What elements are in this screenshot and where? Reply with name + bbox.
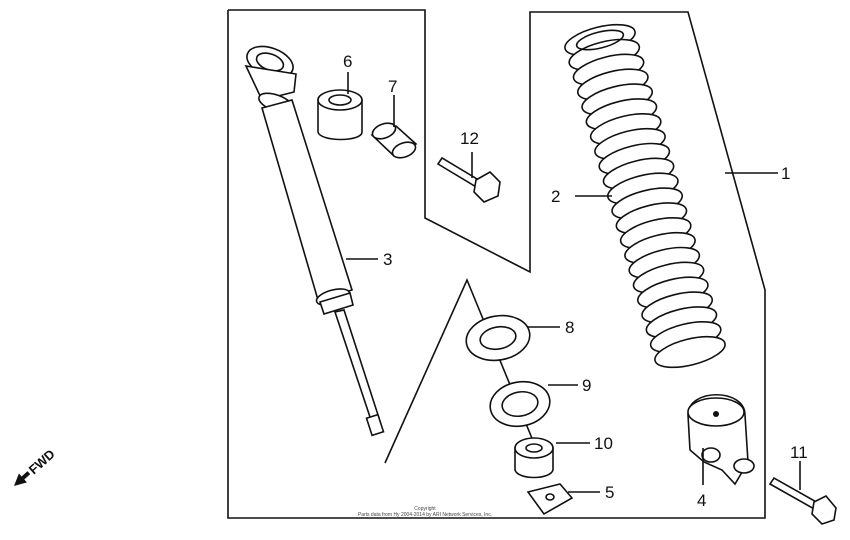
bolt-part-11 [768,476,837,525]
spring-top-opening [575,29,625,51]
label-part-9: 9 [582,376,591,395]
label-part-1: 1 [781,164,790,183]
leader-lines [346,72,801,493]
stopper-part-9 [489,380,551,428]
spring-part-2 [564,23,726,369]
spring-coil [654,335,726,369]
label-part-7: 7 [388,77,397,96]
fwd-label: FWD [26,446,58,477]
seat-part-8 [465,314,531,362]
label-part-10: 10 [594,434,613,453]
label-part-12: 12 [460,129,479,148]
label-part-3: 3 [383,250,392,269]
nut-part-10 [514,437,554,479]
label-part-8: 8 [565,318,574,337]
collar-part-7 [370,122,418,159]
mount-part-4 [687,394,755,486]
bolt-part-12 [436,156,501,203]
label-part-6: 6 [343,52,352,71]
copyright-line-1: Copyright [414,506,436,512]
label-part-2: 2 [551,187,560,206]
fwd-indicator: FWD [14,446,58,486]
label-part-5: 5 [605,483,614,502]
fwd-arrow-icon [14,471,31,486]
label-part-11: 11 [790,443,808,462]
bushing-part-6 [317,89,363,141]
plate-part-5 [526,483,574,516]
copyright-line-2: Parts data from Hy 2004-2014 by ARI Netw… [358,512,492,518]
label-part-4: 4 [697,491,706,510]
damper-part-3 [244,45,385,437]
